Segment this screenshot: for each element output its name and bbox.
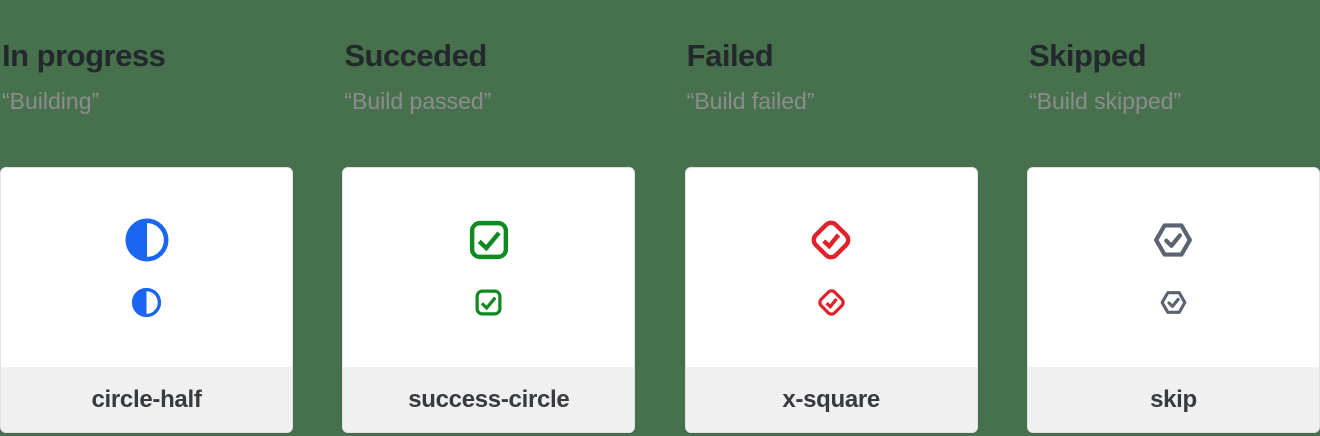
check-hexagon-icon	[1150, 217, 1196, 263]
status-column-failed: Failed “Build failed” x-square	[684, 0, 978, 436]
circle-half-icon	[124, 217, 170, 263]
status-title-in-progress: In progress	[2, 38, 166, 73]
icon-name-badge: skip	[1027, 367, 1319, 432]
status-title-skipped: Skipped	[1028, 38, 1147, 73]
status-title-succeeded: Succeded	[344, 38, 487, 73]
check-diamond-icon-small	[816, 287, 847, 318]
icon-name-badge: circle-half	[1, 367, 292, 432]
status-column-in-progress: In progress “Building” circle-	[0, 0, 293, 436]
icon-name-label: success-circle	[408, 385, 570, 413]
status-message-building: “Building”	[2, 88, 100, 114]
check-hexagon-icon-small	[1158, 287, 1189, 318]
check-square-icon-small	[473, 287, 504, 318]
status-title-failed: Failed	[686, 38, 774, 73]
icon-name-label: circle-half	[91, 385, 202, 413]
status-column-succeeded: Succeded “Build passed” succes	[342, 0, 636, 436]
icon-card-success-circle: success-circle	[342, 167, 636, 433]
icon-card-x-square: x-square	[684, 167, 978, 433]
icon-card-circle-half: circle-half	[0, 167, 293, 433]
icon-name-label: skip	[1150, 385, 1197, 413]
status-column-skipped: Skipped “Build skipped” skip	[1026, 0, 1320, 436]
icon-card-body	[1028, 168, 1319, 367]
icon-name-badge: x-square	[685, 367, 977, 432]
status-message-build-passed: “Build passed”	[344, 88, 492, 114]
status-message-build-skipped: “Build skipped”	[1028, 88, 1182, 114]
icon-card-body	[343, 168, 634, 367]
icon-name-badge: success-circle	[343, 367, 635, 432]
icon-card-skip: skip	[1026, 167, 1320, 433]
check-diamond-icon	[808, 217, 854, 263]
icon-name-label: x-square	[782, 385, 880, 413]
circle-half-icon-small	[131, 287, 162, 318]
status-message-build-failed: “Build failed”	[686, 88, 815, 114]
icon-card-body	[1, 168, 292, 367]
icon-card-body	[686, 168, 977, 367]
check-square-icon	[466, 217, 512, 263]
